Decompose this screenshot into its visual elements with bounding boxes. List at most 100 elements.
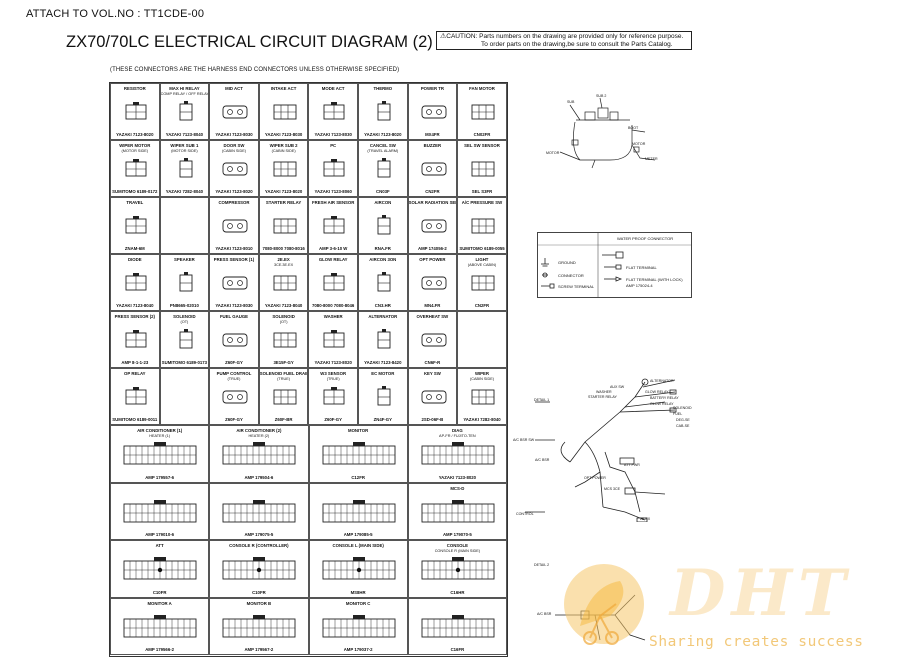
connector-pinout-icon: [377, 329, 391, 349]
connector-pinout-icon: [179, 272, 193, 292]
connector-part-number: C16HR: [450, 589, 465, 595]
connector-cell: SOLENOID(OT)SUMITOMO 6189-0173: [159, 311, 210, 368]
connector-cell: PUMP CONTROL(TRUE)Z60F-GY: [209, 368, 259, 425]
connector-sublabel: (CABIN SIDE): [469, 377, 495, 381]
connector-label: WIPER SUB 1: [170, 143, 199, 148]
connector-label: OPT POWER: [419, 257, 446, 262]
connector-cell-large: AMP 179075-5: [209, 482, 309, 540]
connector-part-number: AMP 179557-6: [145, 474, 175, 480]
connector-label: AIR CONDITIONER (1): [137, 428, 183, 433]
symbol-legend: WATER PROOF CONNECTOR GROUND CONNECTOR S…: [537, 232, 692, 298]
connector-pinout-icon: [323, 216, 345, 234]
connector-label: INTAKE ACT: [270, 86, 297, 91]
connector-label: WIPER SUB 2: [269, 143, 298, 148]
connector-part-number: YAZAKI 7123-8040: [165, 132, 204, 137]
connector-part-number: SUMITOMO 6189-0173: [161, 360, 208, 365]
connector-part-number: Z60F-GY: [225, 417, 243, 422]
connector-pinout-large-icon: [123, 442, 197, 465]
connector-cell: DOOR SW(CABIN SIDE)YAZAKI 7123-8020: [209, 140, 259, 197]
connector-pinout-icon: [323, 273, 345, 291]
connector-label: OVERHEAT SW: [416, 314, 449, 319]
connector-cell: [159, 197, 210, 254]
connector-pinout-icon: [377, 386, 391, 406]
connector-part-number: YAZAKI 7123-8020: [264, 189, 303, 194]
connector-pinout-icon: [471, 275, 495, 291]
connector-pinout-large-icon: [222, 499, 296, 522]
connector-part-number: AMP 179070-5: [442, 532, 472, 537]
watermark-logo-text: DHT: [670, 556, 852, 631]
connector-label: SPEAKER: [174, 257, 195, 262]
connector-part-number: SEL S3FR: [471, 189, 493, 194]
connector-label: MONITOR: [348, 428, 369, 433]
connector-pinout-icon: [222, 333, 248, 347]
connector-pinout-icon: [377, 215, 391, 235]
connector-pinout-icon: [273, 332, 297, 348]
connector-pinout-large-icon: [421, 557, 495, 580]
connector-part-number: SUMITOMO 6189-0011: [112, 417, 158, 422]
connector-cell: [159, 368, 210, 425]
connector-part-number: 7080-8000 7080-8016: [262, 246, 305, 251]
connector-pinout-icon: [377, 101, 391, 121]
connector-label: SOLENOID: [173, 314, 196, 319]
connector-pinout-icon: [179, 329, 193, 349]
connector-pinout-icon: [323, 102, 345, 120]
connector-pinout-icon: [421, 219, 447, 233]
harness-label-motor-2: MOTOR: [632, 142, 646, 146]
connector-label: LIGHT: [475, 257, 489, 262]
connector-cell: OVERHEAT SW CN6F-R: [407, 311, 458, 368]
connector-label: TRAVEL: [126, 200, 144, 205]
connector-pinout-icon: [125, 387, 147, 405]
harness-label-boot: BOOT: [628, 126, 639, 130]
connector-label: RESISTOR: [123, 86, 146, 91]
connector-pinout-icon: [471, 389, 495, 405]
connector-label: CONSOLE: [446, 543, 468, 548]
harness-label-alternator: ALTERNATOR: [650, 379, 674, 383]
connector-pinout-large-icon: [123, 614, 197, 637]
connector-pinout-icon: [179, 101, 193, 121]
harness-label-battery: BATTERY RELAY: [650, 396, 679, 400]
harness-label-washer: WASHER: [596, 390, 612, 394]
connector-pinout-large-icon: [421, 442, 495, 465]
connector-pinout-large-icon: [222, 557, 296, 580]
connector-label: AIRCON: [374, 200, 392, 205]
connector-pinout-large-icon: [123, 499, 197, 522]
connector-label: STARTER RELAY: [265, 200, 302, 205]
harness-top-drawing: [559, 97, 656, 169]
connector-part-number: 3E15F-GY: [273, 360, 294, 365]
connector-pinout-large-icon: [222, 614, 296, 637]
connector-pinout-icon: [125, 273, 147, 291]
connector-part-number: C10FR: [152, 589, 167, 595]
connector-part-number: CN6F-R: [424, 360, 441, 365]
connector-label: SOLENOID FUEL DRAIN: [259, 371, 308, 376]
connector-pinout-icon: [273, 389, 297, 405]
legend-connector: CONNECTOR: [558, 273, 584, 278]
connector-label: MONITOR A: [147, 600, 172, 606]
connector-label: SEL SW SENSOR: [464, 143, 500, 148]
harness-label-starter: STARTER RELAY: [588, 395, 617, 399]
connector-label: COMPRESSOR: [218, 200, 250, 205]
connector-pinout-icon: [421, 390, 447, 404]
page-title: ZX70/70LC ELECTRICAL CIRCUIT DIAGRAM (2): [66, 33, 433, 51]
connector-label: FAN MOTOR: [469, 86, 495, 91]
connector-pinout-icon: [421, 333, 447, 347]
connector-cell: WIPER MOTOR(MOTOR SIDE)SUMITOMO 6189-017…: [110, 140, 160, 197]
harness-label-fuel: FUEL: [673, 412, 683, 416]
connector-part-number: YAZAKI 7282-8040: [165, 189, 204, 194]
connector-label: DIAG: [452, 428, 463, 433]
connector-pinout-icon: [471, 104, 495, 120]
connector-pinout-icon: [421, 105, 447, 119]
connector-part-number: MX4FR: [425, 132, 440, 137]
connector-part-number: ZNAM-6M: [124, 246, 145, 251]
connector-sublabel: (TRUE): [227, 377, 241, 381]
connector-pinout-icon: [125, 330, 147, 348]
